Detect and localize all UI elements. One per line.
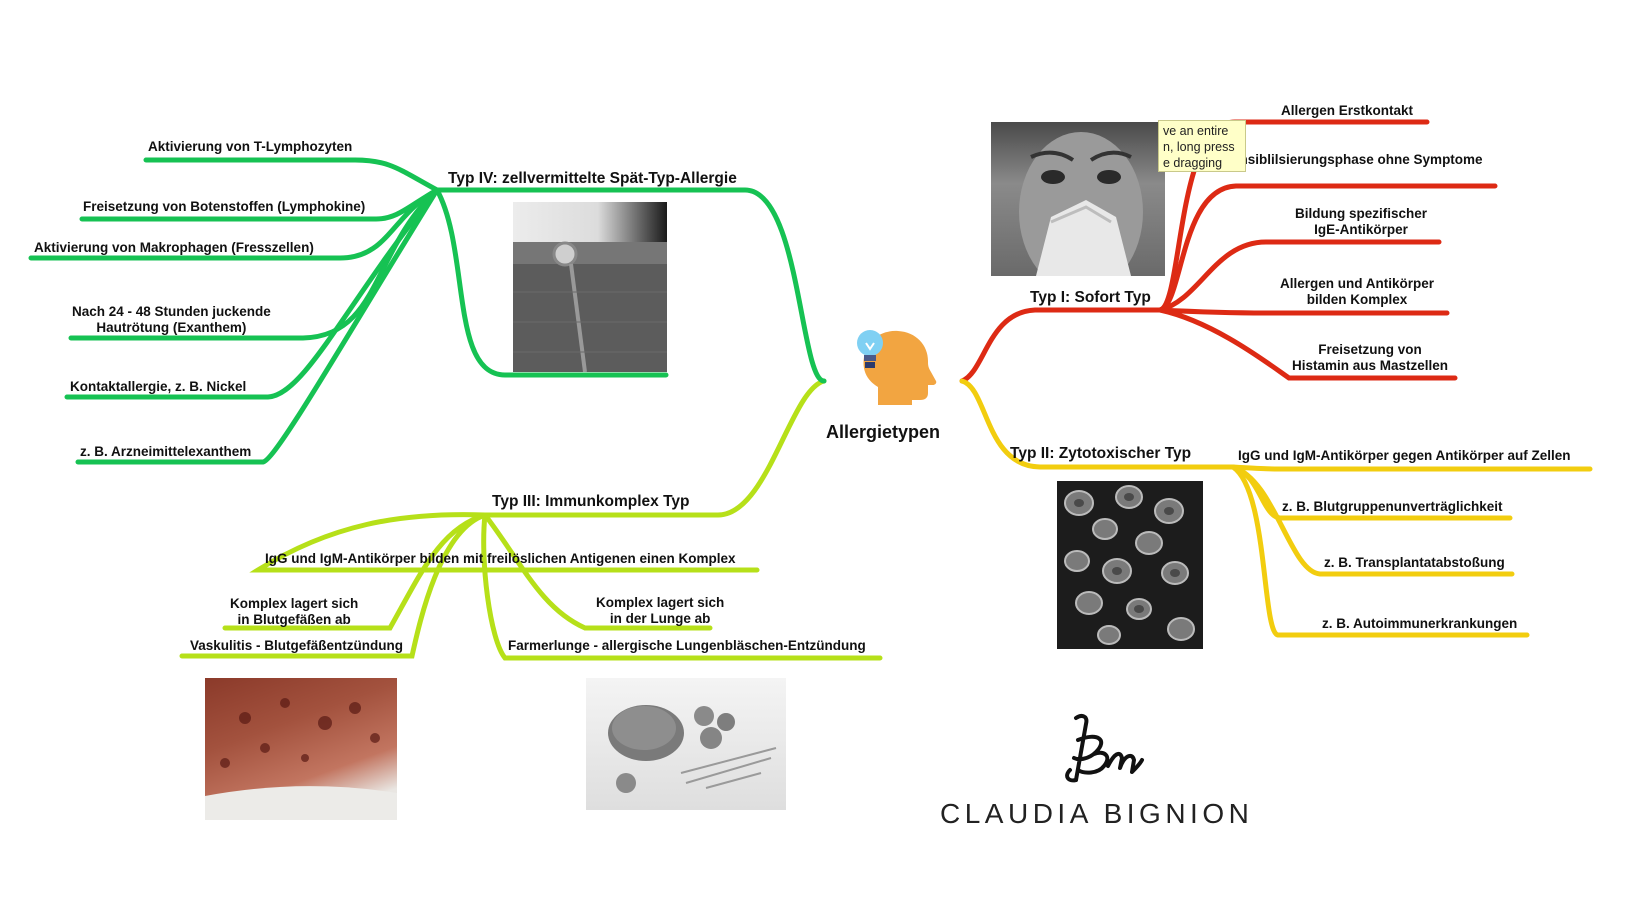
jeans-button-photo [513,202,667,372]
vasculitis-leg-photo [205,678,397,820]
type3-item-5[interactable]: Farmerlunge - allergische Lungenbläschen… [508,638,866,653]
brand-monogram [1065,714,1144,783]
type4-branches [28,157,827,465]
brand-name: CLAUDIA BIGNION [940,798,1254,829]
bread-drawing [608,705,777,793]
woman-sneezing-drawing [1019,132,1143,276]
type4-title[interactable]: Typ IV: zellvermittelte Spät-Typ-Allergi… [448,170,737,187]
type1-title[interactable]: Typ I: Sofort Typ [1030,289,1151,306]
type3-branches [179,378,883,661]
type3-item-3[interactable]: Vaskulitis - Blutgefäßentzündung [190,638,404,653]
type3-title[interactable]: Typ III: Immunkomplex Typ [492,493,690,510]
type2-branches [959,378,1593,638]
type2-item-4[interactable]: z. B. Autoimmunerkrankungen [1322,616,1518,631]
type2-item-2[interactable]: z. B. Blutgruppenunverträglichkeit [1282,499,1503,514]
type4-item-6[interactable]: z. B. Arzneimittelexanthem [80,444,252,459]
type1-item-2[interactable]: Sensiblilsierungsphase ohne Symptome [1223,152,1483,167]
type2-item-1[interactable]: IgG und IgM-Antikörper gegen Antikörper … [1238,448,1571,463]
red-blood-cells-photo [1057,481,1203,649]
head-with-lightbulb-icon [857,330,937,405]
type4-item-1[interactable]: Aktivierung von T-Lymphozyten [148,139,353,154]
type4-item-3[interactable]: Aktivierung von Makrophagen (Fresszellen… [34,240,314,255]
bread-and-grain-photo [586,678,786,810]
drag-hint-tooltip: ve an entire n, long press e dragging [1158,120,1246,172]
type2-title[interactable]: Typ II: Zytotoxischer Typ [1010,445,1192,462]
type4-item-2[interactable]: Freisetzung von Botenstoffen (Lymphokine… [83,199,366,214]
blood-cells-drawing [1064,485,1195,645]
center-title: Allergietypen [826,422,941,442]
jeans-drawing [513,241,667,372]
type1-item-1[interactable]: Allergen Erstkontakt [1281,103,1414,118]
skin-rash-drawing [205,698,397,820]
woman-sneezing-photo [991,122,1165,276]
type2-item-3[interactable]: z. B. Transplantatabstoßung [1324,555,1505,570]
type3-item-1[interactable]: IgG und IgM-Antikörper bilden mit freilö… [265,551,736,566]
type4-item-5[interactable]: Kontaktallergie, z. B. Nickel [70,379,247,394]
